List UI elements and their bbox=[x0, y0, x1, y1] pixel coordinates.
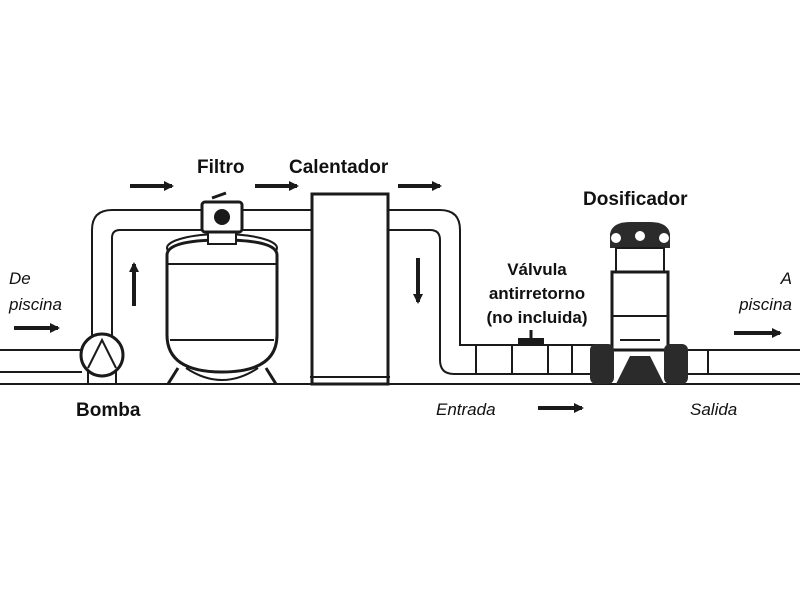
chlorinator-unit bbox=[590, 222, 688, 384]
check-valve-icon bbox=[518, 330, 544, 346]
inlet-label: Entrada bbox=[436, 400, 496, 419]
inlet-pipe bbox=[0, 349, 82, 373]
pump-label: Bomba bbox=[76, 400, 141, 421]
filter-tank bbox=[165, 233, 279, 385]
filter-valve-head bbox=[200, 191, 244, 245]
check-valve-label-line2: antirretorno bbox=[488, 284, 586, 303]
downcomer-pipe bbox=[388, 209, 600, 375]
to-pool-label-line1: A bbox=[780, 269, 792, 288]
to-pool-label: A piscina bbox=[720, 266, 792, 318]
heater-unit bbox=[310, 192, 390, 386]
to-pool-label-line2: piscina bbox=[739, 295, 792, 314]
outlet-pipe bbox=[688, 349, 800, 375]
from-pool-label: De piscina bbox=[9, 266, 62, 318]
filter-label: Filtro bbox=[197, 157, 245, 178]
pump-icon bbox=[79, 332, 125, 385]
chlorinator-label: Dosificador bbox=[583, 189, 688, 210]
check-valve-label-line3: (no incluida) bbox=[486, 308, 588, 327]
outlet-label: Salida bbox=[690, 400, 738, 419]
from-pool-label-line2: piscina bbox=[9, 295, 62, 314]
top-pipe bbox=[240, 209, 312, 231]
riser-pipe bbox=[91, 209, 205, 336]
check-valve-label: Válvula antirretorno (no incluida) bbox=[462, 258, 612, 330]
from-pool-label-line1: De bbox=[9, 269, 31, 288]
heater-label: Calentador bbox=[289, 157, 389, 178]
check-valve-label-line1: Válvula bbox=[507, 260, 567, 279]
